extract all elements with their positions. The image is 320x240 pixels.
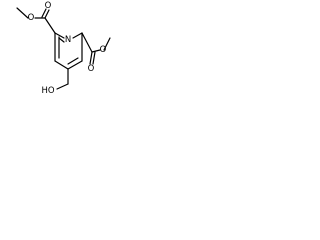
left-carbonyl-oxygen-label: O	[45, 1, 52, 11]
bond-right-ether-methyl	[103, 37, 111, 51]
bond-right-carbonyl-double-2	[92, 51, 96, 65]
bond-c2-carbonyl-carbon	[44, 17, 56, 34]
bond-c2-n	[54, 32, 65, 39]
background	[0, 0, 112, 99]
bond-left-carbonyl-double-1	[44, 9, 50, 19]
bond-left-carbonyl-double-2	[41, 8, 47, 18]
bond-c2-n-inner-double	[58, 37, 65, 43]
bond-right-carbonyl-ether	[91, 49, 101, 53]
left-ether-oxygen-label: O	[28, 13, 35, 23]
pyridine-ring	[54, 32, 83, 70]
hydroxyl-label: HO	[41, 86, 54, 96]
chemical-structure-diagram: N O O O O HO	[0, 0, 112, 99]
bond-c5-c4-inner-double	[67, 57, 79, 65]
hydroxymethyl-group	[56, 68, 69, 90]
bond-c6-carbonyl-carbon	[81, 32, 93, 53]
bond-left-ether-methyl	[16, 7, 29, 19]
bond-right-carbonyl-double-1	[89, 51, 93, 65]
bond-c4-c3	[54, 60, 69, 70]
bond-ch2-o	[56, 83, 69, 90]
right-ether-oxygen-label: O	[100, 45, 107, 55]
left-ester-group	[16, 7, 56, 34]
bond-n-c6	[72, 32, 83, 39]
right-carbonyl-oxygen-label: O	[88, 64, 95, 74]
ring-nitrogen-label: N	[65, 35, 71, 45]
right-ester-group	[81, 32, 111, 65]
bond-c5-c4	[67, 60, 83, 70]
